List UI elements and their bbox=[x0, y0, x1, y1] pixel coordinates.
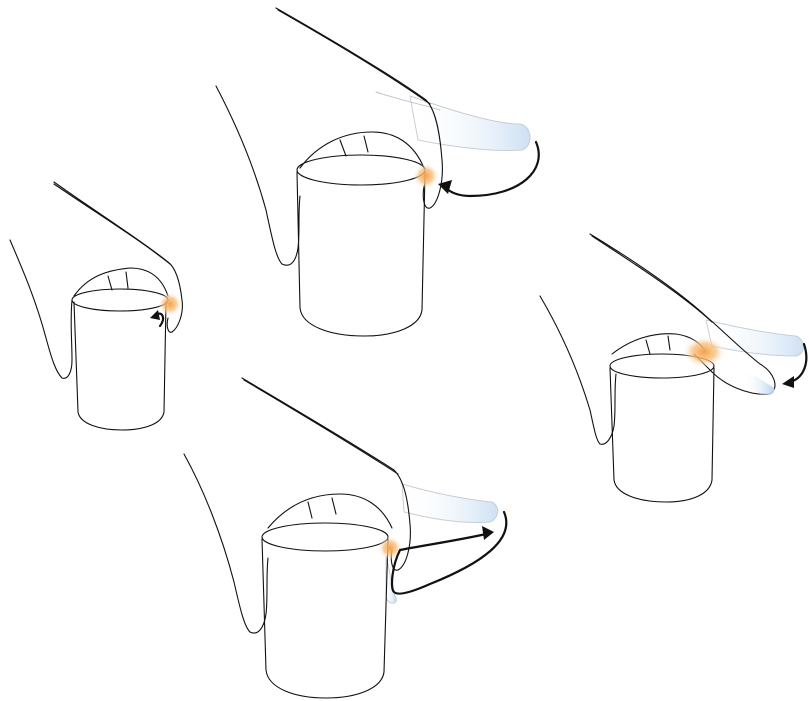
curved-arrow-icon bbox=[150, 310, 163, 326]
contact-glow bbox=[378, 536, 402, 560]
cup-icon bbox=[72, 289, 168, 430]
hand-icon bbox=[216, 8, 442, 265]
contact-glow bbox=[158, 292, 182, 316]
panel-bottom-center bbox=[184, 378, 506, 698]
curved-arrow-icon bbox=[392, 512, 506, 594]
ghost-finger bbox=[376, 92, 530, 151]
contact-glow bbox=[413, 163, 439, 189]
fingertip-highlight bbox=[744, 370, 774, 395]
cup-icon bbox=[262, 523, 388, 698]
cup-icon bbox=[297, 155, 425, 336]
hand-icon bbox=[10, 182, 182, 378]
cup-icon bbox=[610, 354, 714, 502]
contact-glow bbox=[682, 336, 726, 368]
panel-small-left bbox=[10, 182, 182, 430]
panel-right bbox=[540, 234, 806, 502]
panel-top-center bbox=[216, 8, 539, 336]
hand-icon bbox=[184, 378, 410, 633]
